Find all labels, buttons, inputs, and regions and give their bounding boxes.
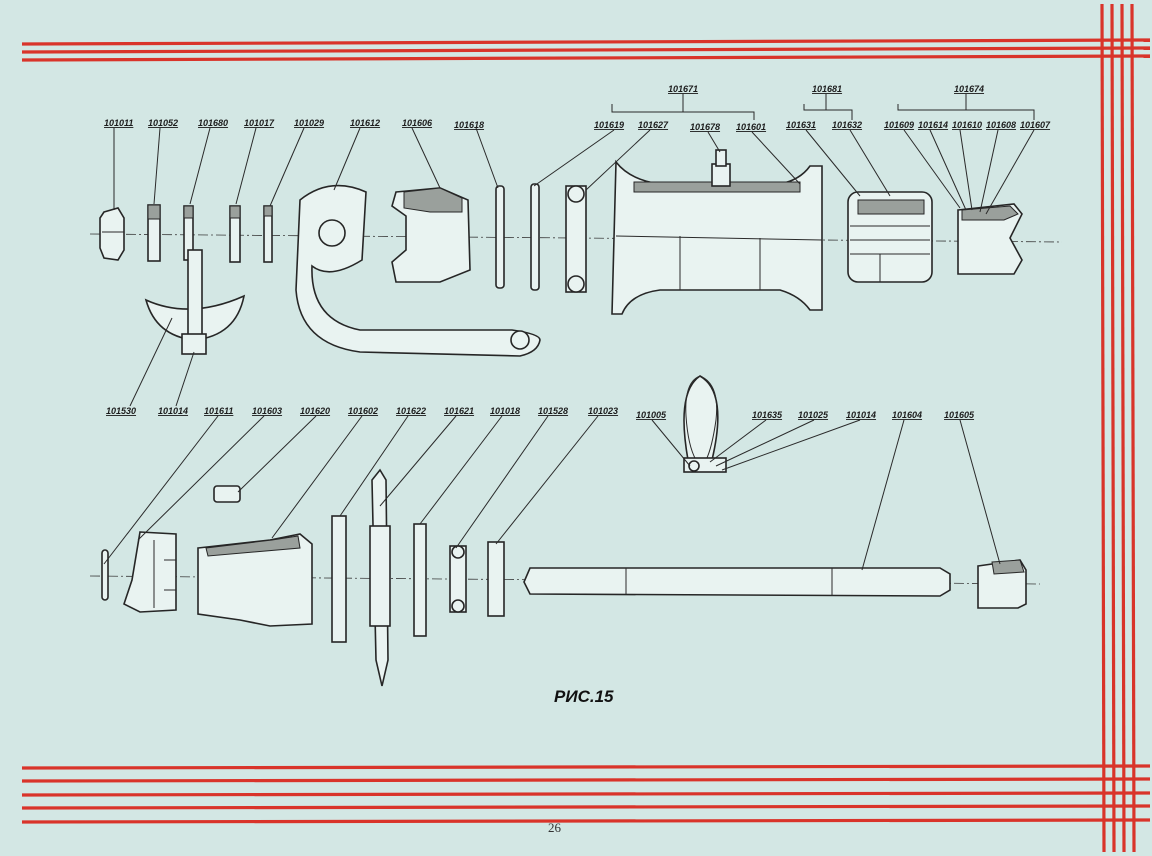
- hub-shell: [611, 149, 823, 315]
- part-label: 101620: [300, 406, 330, 416]
- part-label: 101618: [454, 120, 484, 130]
- bearing-cone: [957, 203, 1023, 275]
- part-label: 101528: [538, 406, 568, 416]
- part-label: 101025: [798, 410, 829, 420]
- part-label: 101606: [402, 118, 433, 128]
- group-label-101681: 101681: [812, 84, 842, 94]
- part-label: 101622: [396, 406, 426, 416]
- dust-roller: [449, 545, 467, 613]
- driver-part: [197, 533, 313, 627]
- leader-lines: [103, 94, 1035, 571]
- figure-caption: РИС.15: [554, 687, 614, 706]
- washer-hatch-3: [229, 205, 241, 219]
- part-label: 101052: [148, 118, 178, 128]
- part-label: 101602: [348, 406, 378, 416]
- clutch-ring: [123, 531, 177, 613]
- cone-part: [391, 187, 471, 283]
- part-label: 101614: [918, 120, 948, 130]
- part-label: 101601: [736, 122, 766, 132]
- washer-hatch-1: [147, 204, 161, 220]
- part-label: 101005: [636, 410, 667, 420]
- washer-hatch-4: [263, 205, 273, 217]
- lock-ring-1: [413, 523, 427, 637]
- spring-ring-2: [530, 183, 540, 291]
- part-label: 101631: [786, 120, 816, 130]
- flat-ring: [331, 515, 347, 643]
- group-label-101674: 101674: [954, 84, 984, 94]
- part-label: 101604: [892, 410, 922, 420]
- part-label: 101609: [884, 120, 914, 130]
- part-label: 101607: [1020, 120, 1051, 130]
- part-label: 101023: [588, 406, 618, 416]
- sprocket-part: [369, 468, 391, 687]
- part-label: 101632: [832, 120, 862, 130]
- axle-shaft: [523, 567, 951, 597]
- part-label: 101530: [106, 406, 136, 416]
- clip-band: [683, 375, 727, 473]
- part-label: 101635: [752, 410, 783, 420]
- group-label-101671: 101671: [668, 84, 698, 94]
- red-frame-top: [21, 38, 1151, 62]
- part-label: 101018: [490, 406, 520, 416]
- dust-cap: [487, 541, 505, 617]
- part-label: 101610: [952, 120, 982, 130]
- part-label: 101621: [444, 406, 474, 416]
- cam-yoke-part: [144, 249, 246, 355]
- red-frame-bottom: [21, 764, 1151, 824]
- part-label: 101011: [104, 118, 133, 128]
- part-label: 101612: [350, 118, 380, 128]
- washer-hatch-2: [183, 205, 194, 219]
- brake-lever-arm: [295, 184, 541, 357]
- roller-part: [565, 185, 587, 293]
- part-label: 101680: [198, 118, 228, 128]
- small-key: [213, 485, 241, 503]
- part-label: 101611: [204, 406, 233, 416]
- part-label: 101627: [638, 120, 669, 130]
- part-label: 101014: [846, 410, 876, 420]
- page-number: 26: [548, 820, 562, 835]
- part-label: 101608: [986, 120, 1016, 130]
- red-frame-right: [1100, 3, 1136, 853]
- threaded-cup: [847, 191, 933, 283]
- spring-ring-1: [495, 185, 505, 289]
- part-label: 101029: [294, 118, 324, 128]
- part-label: 101619: [594, 120, 624, 130]
- part-label: 101017: [244, 118, 275, 128]
- pin-part: [101, 549, 109, 601]
- axle-nut: [977, 559, 1027, 609]
- part-label: 101014: [158, 406, 188, 416]
- part-label: 101603: [252, 406, 282, 416]
- part-label: 101678: [690, 122, 720, 132]
- nut-part: [99, 207, 125, 261]
- part-label: 101605: [944, 410, 975, 420]
